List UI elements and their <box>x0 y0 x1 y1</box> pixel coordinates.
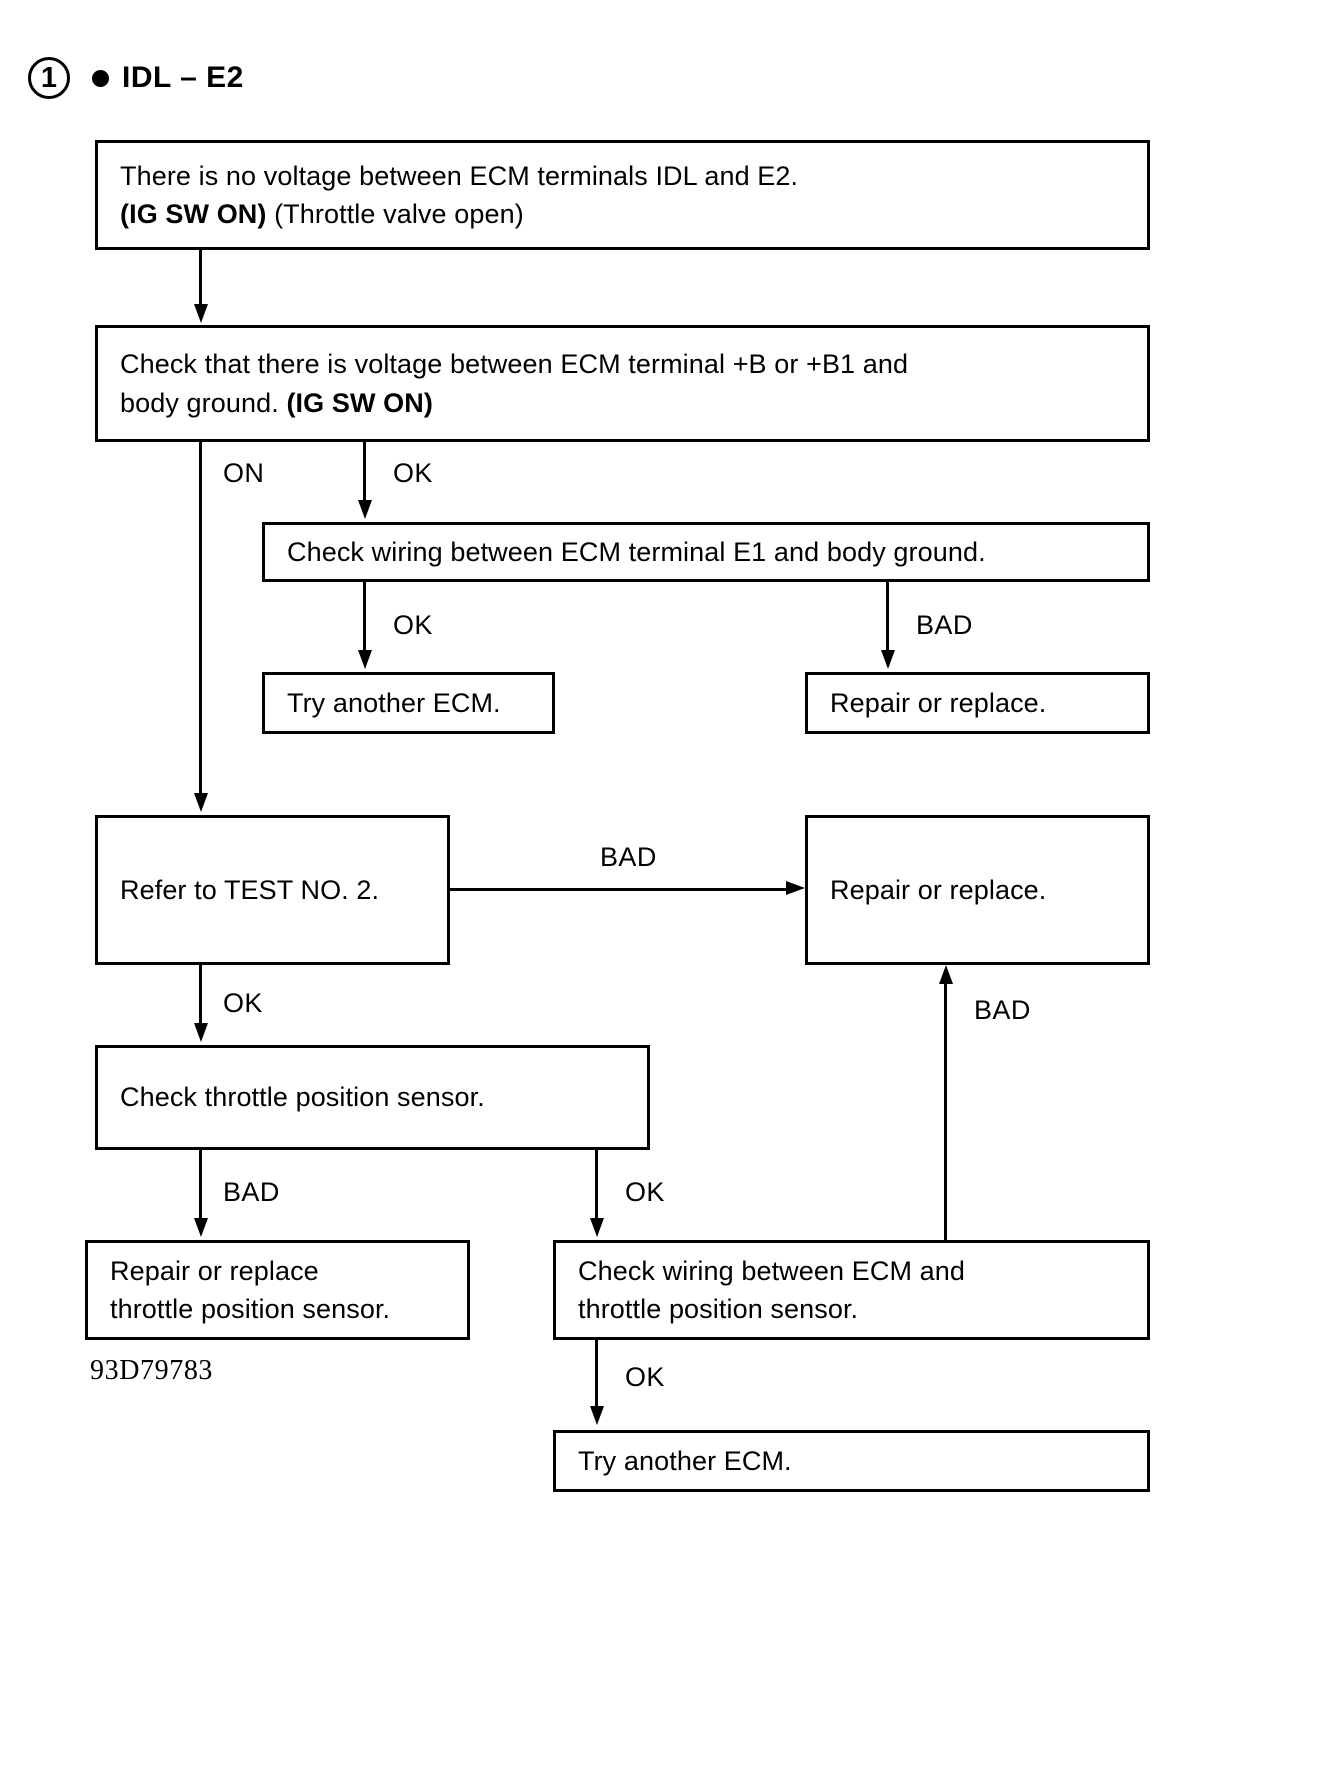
arrow-j-ok-to-try-ecm2 <box>590 1406 604 1425</box>
box-repair-or-replace-1-line1: Repair or replace. <box>830 687 1047 718</box>
box-check-e1-wiring-line1: Check wiring between ECM terminal E1 and… <box>287 536 986 567</box>
box-no-voltage-line2-bold: (IG SW ON) <box>120 199 267 229</box>
box-repair-tps-line1: Repair or replace <box>110 1255 319 1286</box>
box-check-b-voltage-line2-bold: (IG SW ON) <box>286 387 433 418</box>
page-title: IDL – E2 <box>122 61 244 94</box>
diagram-header: 1 IDL – E2 <box>28 52 244 104</box>
edge-label-ok-1: OK <box>393 458 433 488</box>
box-check-b-voltage-line2-rest: body ground. <box>120 387 287 418</box>
box-repair-tps-line2: throttle position sensor. <box>110 1294 391 1324</box>
connector-f-bad-to-repair2 <box>450 888 788 891</box>
box-check-b-voltage-line2: body ground. (IG SW ON) <box>120 384 1125 422</box>
edge-label-bad-2: BAD <box>600 842 657 872</box>
connector-a-to-b <box>199 250 202 307</box>
connector-h-bad-to-repair-tps <box>199 1150 202 1222</box>
edge-label-bad-1: BAD <box>916 610 973 640</box>
arrow-b-ok-to-e1 <box>358 500 372 519</box>
box-repair-or-replace-1: Repair or replace. <box>805 672 1150 734</box>
edge-label-bad-3: BAD <box>974 995 1031 1025</box>
step-number-badge: 1 <box>28 57 70 99</box>
box-check-tps-wiring-line2: throttle position sensor. <box>578 1294 859 1324</box>
box-refer-test-no-2: Refer to TEST NO. 2. <box>95 815 450 965</box>
box-check-throttle-position-sensor: Check throttle position sensor. <box>95 1045 650 1150</box>
box-check-tps-line1: Check throttle position sensor. <box>120 1082 485 1113</box>
connector-b-ok-to-e1 <box>363 442 366 504</box>
box-no-voltage-line2: (IG SW ON) (Throttle valve open) <box>120 195 1125 233</box>
edge-label-ok-5: OK <box>625 1362 665 1392</box>
connector-h-ok-to-check-tps-wiring <box>595 1150 598 1222</box>
arrow-tps-wiring-bad-to-repair2 <box>939 965 953 984</box>
connector-c-ok-to-try-ecm <box>363 582 366 654</box>
connector-b-on-to-refer <box>199 442 202 796</box>
arrow-c-bad-to-repair <box>881 650 895 669</box>
arrow-c-ok-to-try-ecm <box>358 650 372 669</box>
edge-label-ok-4: OK <box>625 1177 665 1207</box>
arrow-h-bad-to-repair-tps <box>194 1218 208 1237</box>
box-no-voltage-line2-rest: (Throttle valve open) <box>266 199 524 229</box>
arrow-b-on-to-refer <box>194 793 208 812</box>
arrow-f-bad-to-repair2 <box>786 881 805 895</box>
connector-tps-wiring-bad-to-repair2 <box>944 984 947 1240</box>
connector-c-bad-to-repair <box>886 582 889 654</box>
box-no-voltage-line1: There is no voltage between ECM terminal… <box>120 160 799 191</box>
box-no-voltage: There is no voltage between ECM terminal… <box>95 140 1150 250</box>
box-check-b-voltage: Check that there is voltage between ECM … <box>95 325 1150 442</box>
arrow-a-to-b <box>194 304 208 323</box>
arrow-f-ok-to-check-tps <box>194 1023 208 1042</box>
box-repair-or-replace-2: Repair or replace. <box>805 815 1150 965</box>
box-refer-test-no-2-line1: Refer to TEST NO. 2. <box>120 874 380 905</box>
box-check-e1-wiring: Check wiring between ECM terminal E1 and… <box>262 522 1150 582</box>
box-try-another-ecm-1: Try another ECM. <box>262 672 555 734</box>
box-try-another-ecm-2: Try another ECM. <box>553 1430 1150 1492</box>
bullet-dot-icon <box>92 69 109 87</box>
edge-label-ok-3: OK <box>223 988 263 1018</box>
figure-caption: 93D79783 <box>90 1355 214 1386</box>
edge-label-on: ON <box>223 458 265 488</box>
edge-label-bad-4: BAD <box>223 1177 280 1207</box>
box-repair-or-replace-2-line1: Repair or replace. <box>830 874 1047 905</box>
arrow-h-ok-to-check-tps-wiring <box>590 1218 604 1237</box>
box-try-another-ecm-2-line1: Try another ECM. <box>578 1445 792 1476</box>
box-check-wiring-ecm-tps: Check wiring between ECM and throttle po… <box>553 1240 1150 1340</box>
connector-j-ok-to-try-ecm2 <box>595 1340 598 1410</box>
box-check-b-voltage-line1: Check that there is voltage between ECM … <box>120 349 909 380</box>
connector-f-ok-to-check-tps <box>199 965 202 1027</box>
box-repair-replace-throttle-position-sensor: Repair or replace throttle position sens… <box>85 1240 470 1340</box>
edge-label-ok-2: OK <box>393 610 433 640</box>
box-try-another-ecm-1-line1: Try another ECM. <box>287 687 501 718</box>
box-check-tps-wiring-line1: Check wiring between ECM and <box>578 1255 965 1286</box>
